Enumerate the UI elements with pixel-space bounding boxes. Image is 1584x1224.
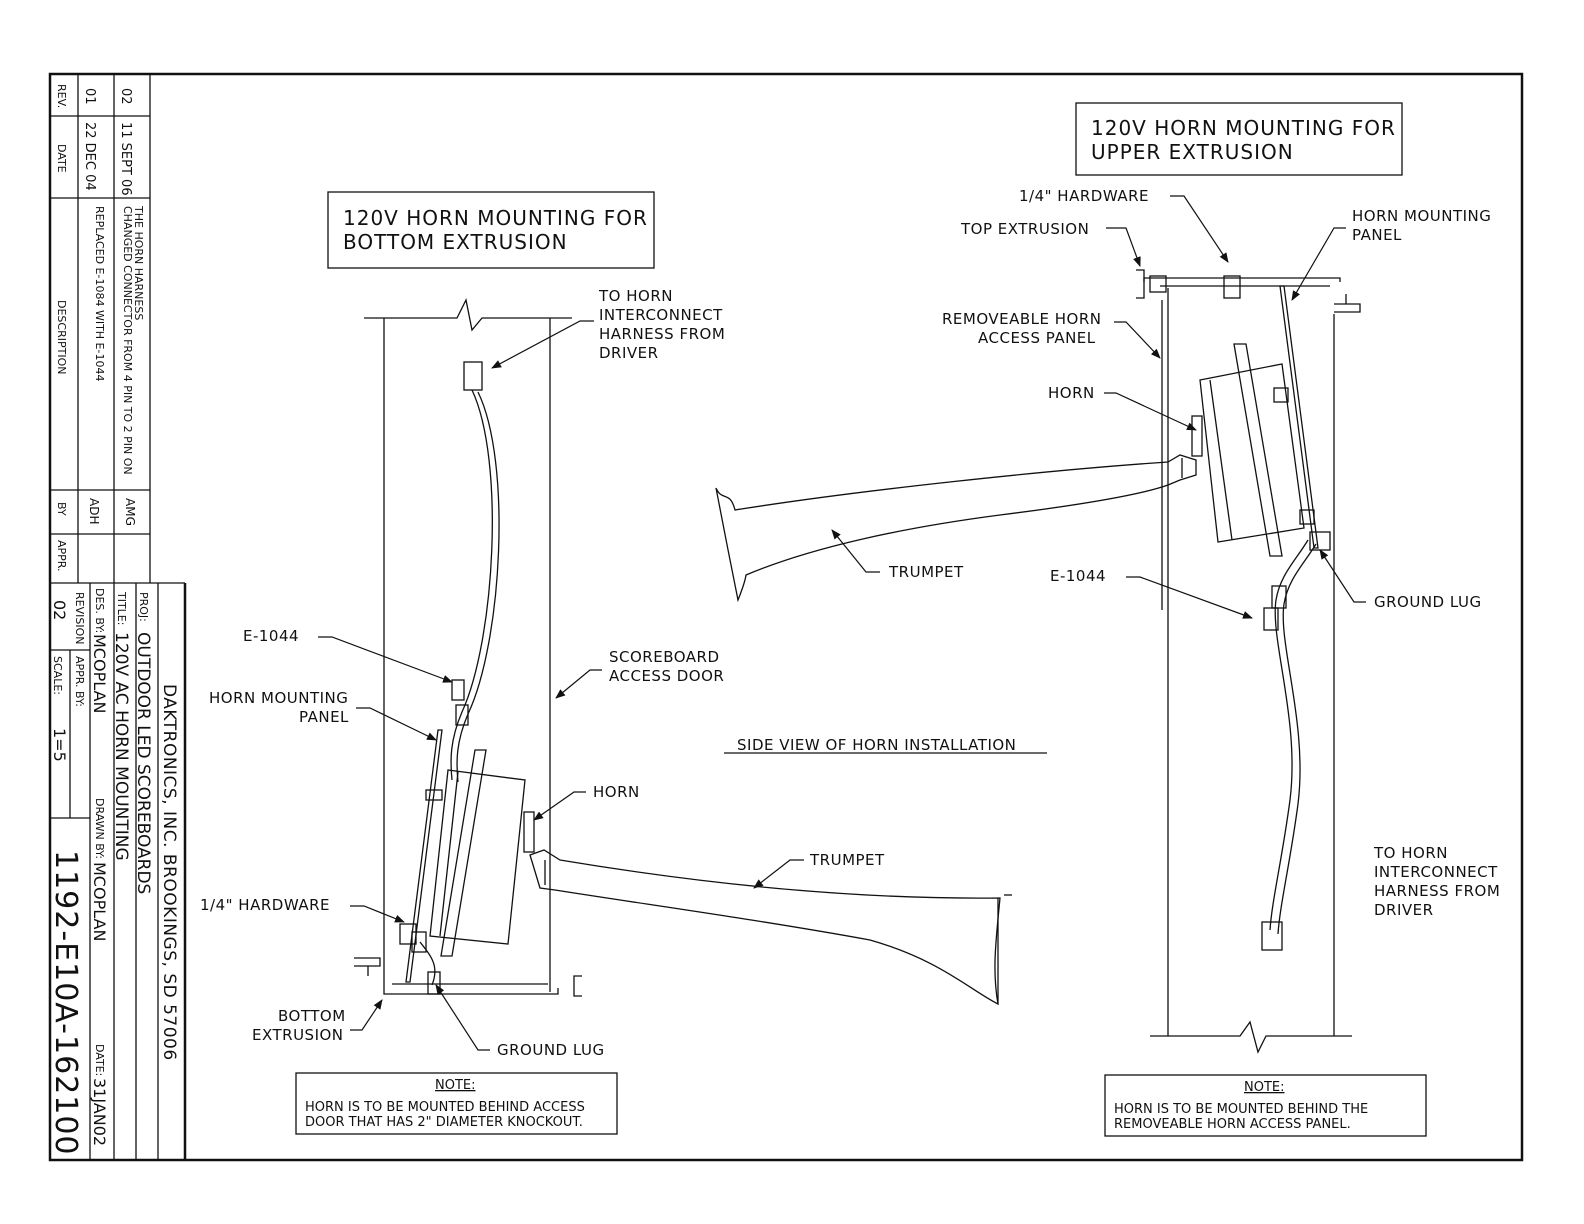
rev-row-2-date: 11 SEPT 06 — [118, 122, 133, 196]
rev-row-2-description-line2: THE HORN HARNESS — [132, 205, 145, 320]
right-horn-mounting-panel-line2: PANEL — [1352, 226, 1402, 244]
rev-row-2-by: AMG — [123, 498, 137, 526]
right-removeable-panel-line1: REMOVEABLE HORN — [942, 310, 1102, 328]
right-horn-label: HORN — [1048, 384, 1095, 402]
right-note-line1: HORN IS TO BE MOUNTED BEHIND THE — [1114, 1102, 1368, 1117]
left-scoreboard-door-line1: SCOREBOARD — [609, 648, 720, 666]
right-note-line2: REMOVEABLE HORN ACCESS PANEL. — [1114, 1117, 1351, 1132]
title-value: 120V AC HORN MOUNTING — [111, 632, 131, 861]
left-bottom-extrusion-line1: BOTTOM — [278, 1007, 346, 1025]
bottom-title-line1: 120V HORN MOUNTING FOR — [343, 206, 648, 230]
proj-value: OUTDOOR LED SCOREBOARDS — [133, 632, 153, 894]
left-scoreboard-door-line2: ACCESS DOOR — [609, 667, 724, 685]
right-horn-mounting-panel-line1: HORN MOUNTING — [1352, 207, 1491, 225]
right-to-horn-line1: TO HORN — [1373, 844, 1448, 862]
side-view-title: SIDE VIEW OF HORN INSTALLATION — [737, 736, 1016, 754]
appr-label: APPR. BY: — [73, 656, 86, 707]
left-bottom-extrusion-line2: EXTRUSION — [252, 1026, 344, 1044]
rev-row-1-rev: 01 — [82, 88, 97, 105]
rev-row-2-rev: 02 — [118, 88, 133, 105]
rev-header-rev: REV. — [55, 84, 68, 108]
left-e1044-label: E-1044 — [243, 627, 299, 645]
date-value: 31JAN02 — [90, 1078, 109, 1146]
bottom-title-line2: BOTTOM EXTRUSION — [343, 230, 568, 254]
upper-title-box — [1075, 102, 1403, 176]
left-to-horn-line2: INTERCONNECT — [599, 306, 723, 324]
rev-row-1-date: 22 DEC 04 — [82, 122, 97, 191]
left-horn-mounting-panel-line1: HORN MOUNTING — [209, 689, 348, 707]
upper-title-line1: 120V HORN MOUNTING FOR — [1091, 116, 1396, 140]
right-to-horn-line4: DRIVER — [1374, 901, 1434, 919]
title-block: DAKTRONICS, INC. BROOKINGS, SD 57006 PRO… — [48, 582, 187, 1160]
right-trumpet-label: TRUMPET — [888, 563, 964, 581]
rev-header-by: BY — [55, 502, 68, 516]
right-to-horn-line2: INTERCONNECT — [1374, 863, 1498, 881]
right-hardware-label: 1/4" HARDWARE — [1019, 187, 1149, 205]
left-note-line1: HORN IS TO BE MOUNTED BEHIND ACCESS — [305, 1100, 585, 1115]
left-note-box — [295, 1072, 618, 1135]
right-to-horn-line3: HARNESS FROM — [1374, 882, 1500, 900]
date-label: DATE: — [93, 1044, 106, 1076]
left-to-horn-line1: TO HORN — [598, 287, 673, 305]
revision-value: 02 — [50, 600, 69, 620]
revision-block: REV. DATE DESCRIPTION BY APPR. 01 22 DEC… — [50, 74, 151, 584]
right-top-extrusion-label: TOP EXTRUSION — [960, 220, 1089, 238]
scale-label: SCALE: — [51, 656, 64, 695]
left-horn-label: HORN — [593, 783, 640, 801]
left-note-heading: NOTE: — [435, 1078, 476, 1093]
left-trumpet-label: TRUMPET — [809, 851, 885, 869]
rev-header-description: DESCRIPTION — [55, 300, 68, 374]
right-note-heading: NOTE: — [1244, 1080, 1285, 1095]
scale-value: 1=5 — [50, 728, 69, 762]
rev-header-appr: APPR. — [55, 540, 68, 572]
right-ground-lug-label: GROUND LUG — [1374, 593, 1482, 611]
left-ground-lug-label: GROUND LUG — [497, 1041, 605, 1059]
rev-row-1-description: REPLACED E-1084 WITH E-1044 — [93, 206, 106, 381]
bottom-extrusion-view: 120V HORN MOUNTING FOR BOTTOM EXTRUSION — [200, 191, 1012, 1135]
right-removeable-panel-line2: ACCESS PANEL — [978, 329, 1096, 347]
title-label: TITLE: — [115, 591, 128, 625]
left-note-line2: DOOR THAT HAS 2" DIAMETER KNOCKOUT. — [305, 1115, 583, 1130]
left-to-horn-line4: DRIVER — [599, 344, 659, 362]
left-to-horn-line3: HARNESS FROM — [599, 325, 725, 343]
sheet-border — [48, 72, 1524, 1162]
drawn-value: MCOPLAN — [90, 862, 109, 941]
upper-title-line2: UPPER EXTRUSION — [1091, 140, 1294, 164]
des-value: MCOPLAN — [90, 634, 109, 713]
drawn-label: DRAWN BY: — [93, 798, 106, 859]
drawing-number: 1192-E10A-162100 — [48, 850, 83, 1156]
bottom-title-box — [327, 191, 655, 269]
revision-label: REVISION — [73, 592, 86, 644]
des-label: DES. BY: — [93, 588, 106, 633]
rev-row-1-by: ADH — [87, 498, 101, 524]
left-horn-mounting-panel-line2: PANEL — [299, 708, 349, 726]
rev-header-date: DATE — [55, 144, 68, 173]
left-hardware-label: 1/4" HARDWARE — [200, 896, 330, 914]
proj-label: PROJ: — [137, 592, 150, 622]
right-note-box — [1104, 1074, 1427, 1137]
company-name: DAKTRONICS, INC. BROOKINGS, SD 57006 — [159, 684, 179, 1061]
rev-row-2-description-line1: CHANGED CONNECTOR FROM 4 PIN TO 2 PIN ON — [121, 206, 134, 475]
upper-extrusion-view: 120V HORN MOUNTING FOR UPPER EXTRUSION — [715, 102, 1500, 1137]
right-e1044-label: E-1044 — [1050, 567, 1106, 585]
